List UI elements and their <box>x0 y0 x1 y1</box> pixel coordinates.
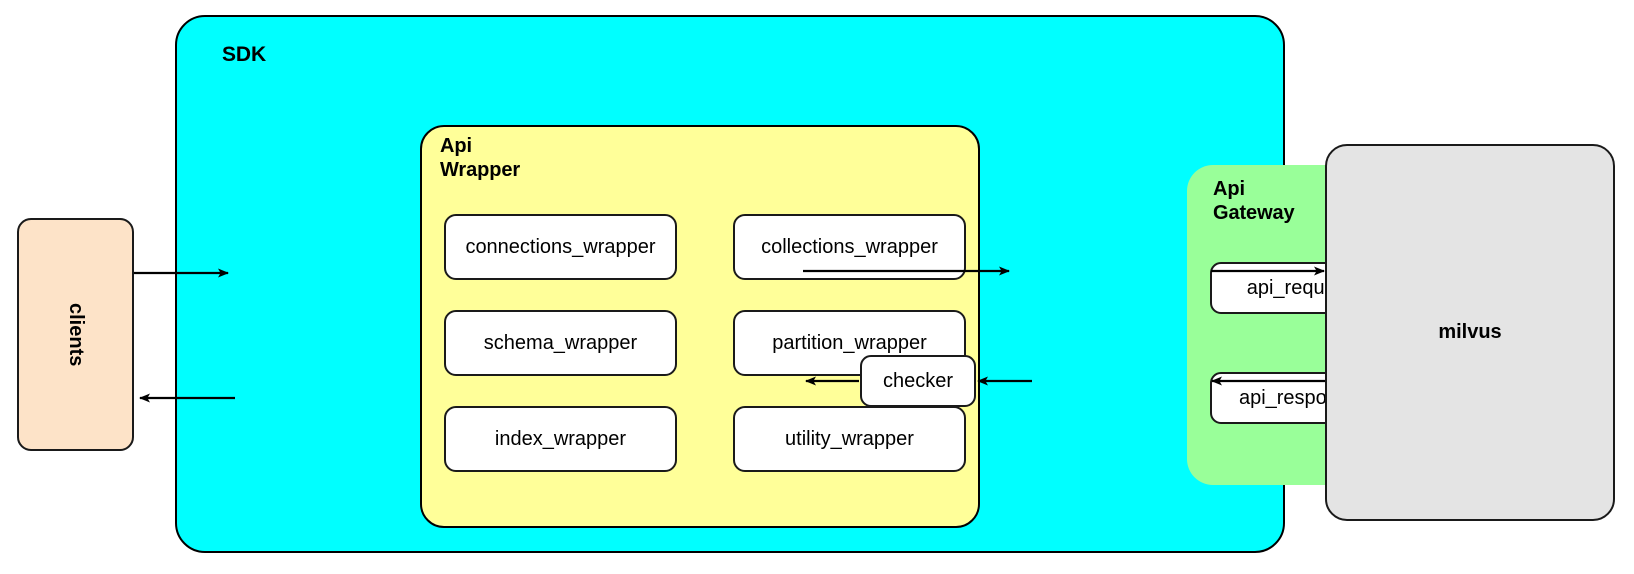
api-wrapper-item-label: schema_wrapper <box>483 331 638 354</box>
api-wrapper-item-connections[interactable]: connections_wrapper <box>444 214 677 280</box>
checker-label: checker <box>882 369 954 392</box>
api-wrapper-item-collections[interactable]: collections_wrapper <box>733 214 966 280</box>
api-wrapper-item-label: connections_wrapper <box>465 235 656 258</box>
clients-label: clients <box>65 302 87 367</box>
api-wrapper-item-label: utility_wrapper <box>785 427 914 450</box>
clients-node[interactable]: clients <box>17 218 134 451</box>
api-wrapper-container[interactable]: Api Wrapper connections_wrapper collecti… <box>420 125 980 528</box>
api-wrapper-item-label: partition_wrapper <box>772 331 927 354</box>
api-wrapper-item-utility[interactable]: utility_wrapper <box>733 406 966 472</box>
milvus-label: milvus <box>1438 321 1502 343</box>
api-gateway-label: Api Gateway <box>1213 178 1295 224</box>
api-wrapper-item-schema[interactable]: schema_wrapper <box>444 310 677 376</box>
api-wrapper-item-label: collections_wrapper <box>761 235 938 258</box>
api-wrapper-item-index[interactable]: index_wrapper <box>444 406 677 472</box>
milvus-node[interactable]: milvus <box>1325 144 1615 521</box>
api-wrapper-item-label: index_wrapper <box>494 427 627 450</box>
checker-node[interactable]: checker <box>860 355 976 407</box>
api-wrapper-label: Api Wrapper <box>440 135 521 181</box>
sdk-container[interactable]: SDK Api Wrapper connections_wrapper coll… <box>175 15 1415 553</box>
sdk-label: SDK <box>222 43 267 66</box>
api-wrapper-item-partition[interactable]: partition_wrapper <box>733 310 966 376</box>
